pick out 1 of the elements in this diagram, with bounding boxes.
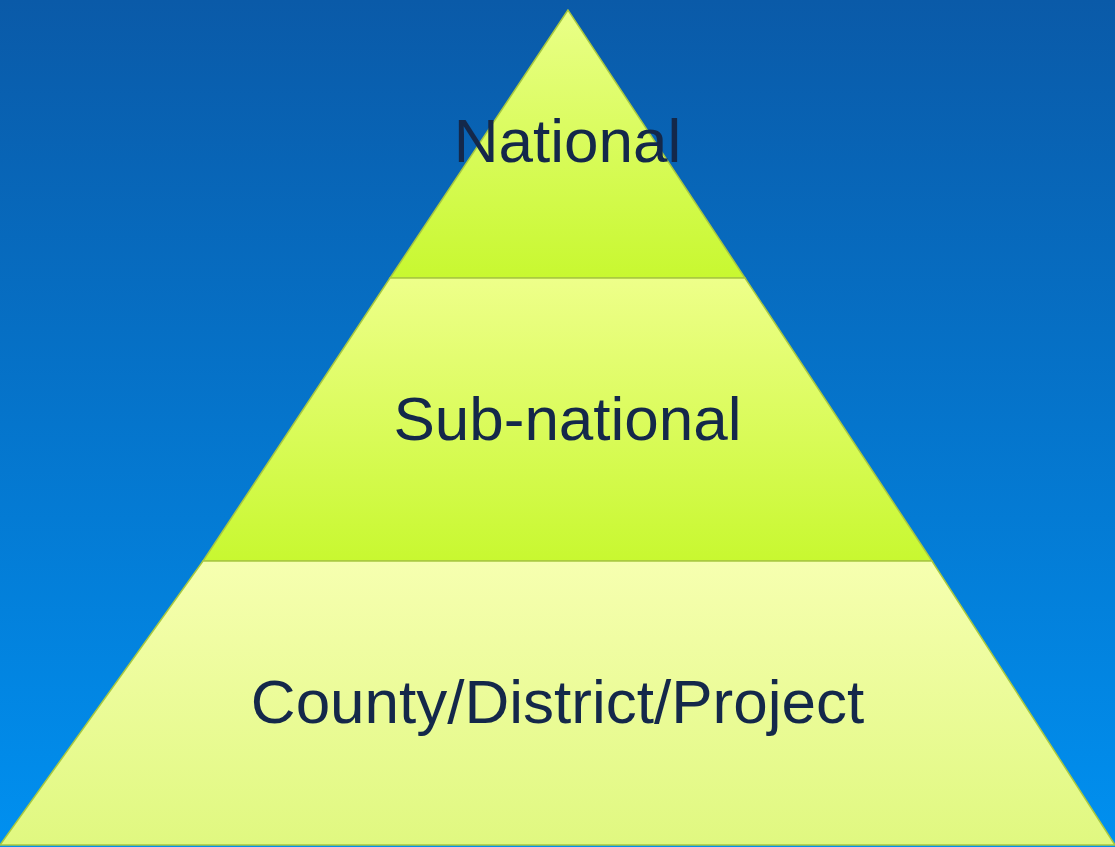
tier-label: Sub-national [393,388,742,450]
